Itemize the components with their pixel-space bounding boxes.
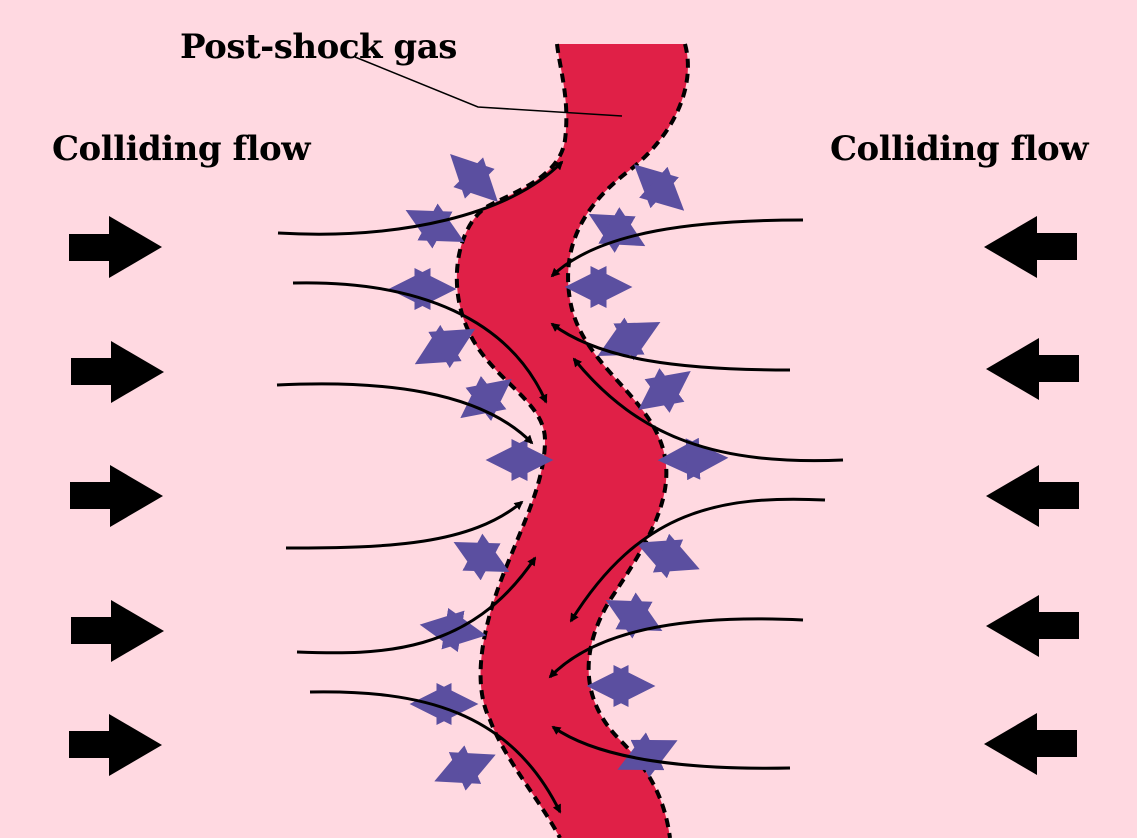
left-arrow-icon [984, 216, 1077, 278]
inflow-arrows-right [984, 216, 1079, 775]
post-shock-layer [456, 44, 688, 838]
double-headed-arrow-icon [638, 368, 691, 413]
streamline [277, 160, 564, 236]
colliding-flow-left-label: Colliding flow [52, 129, 311, 169]
right-arrow-icon [71, 341, 164, 403]
double-headed-arrow-icon [460, 375, 512, 422]
streamline [296, 556, 537, 655]
double-headed-arrow-icon [434, 745, 496, 791]
streamline [309, 690, 562, 814]
double-headed-arrow-icon [405, 203, 465, 249]
double-headed-arrow-icon [414, 324, 476, 369]
double-headed-arrow-icon [617, 732, 678, 778]
streamline [292, 281, 548, 404]
right-arrow-icon [70, 465, 163, 527]
shock-front-left [454, 43, 569, 838]
streamline [285, 500, 524, 550]
right-arrow-icon [69, 216, 162, 278]
streamline [548, 617, 804, 679]
streamline [551, 725, 791, 770]
streamline [572, 357, 844, 463]
streamline [550, 322, 791, 372]
flow-streamlines [276, 160, 844, 814]
label-pointer-line [354, 56, 623, 117]
colliding-flow-right-label: Colliding flow [830, 129, 1089, 169]
streamline [276, 382, 534, 445]
streamline [569, 497, 826, 623]
post-shock-gas-label: Post-shock gas [180, 27, 457, 67]
double-headed-arrow-icon [450, 154, 498, 202]
left-arrow-icon [986, 338, 1079, 400]
double-headed-arrow-icon [588, 207, 646, 253]
streamline [550, 218, 804, 278]
double-headed-arrow-icon [453, 533, 510, 581]
right-arrow-icon [69, 714, 162, 776]
left-arrow-icon [986, 595, 1079, 657]
left-arrow-icon [984, 713, 1077, 775]
inflow-arrows-left [69, 216, 164, 776]
right-arrow-icon [71, 600, 164, 662]
double-headed-arrow-icon [657, 437, 729, 481]
double-headed-arrow-icon [633, 164, 685, 211]
double-headed-arrow-icon [597, 317, 661, 361]
left-arrow-icon [986, 465, 1079, 527]
double-headed-arrow-icon [636, 533, 700, 579]
double-headed-arrow-icon [605, 592, 663, 639]
